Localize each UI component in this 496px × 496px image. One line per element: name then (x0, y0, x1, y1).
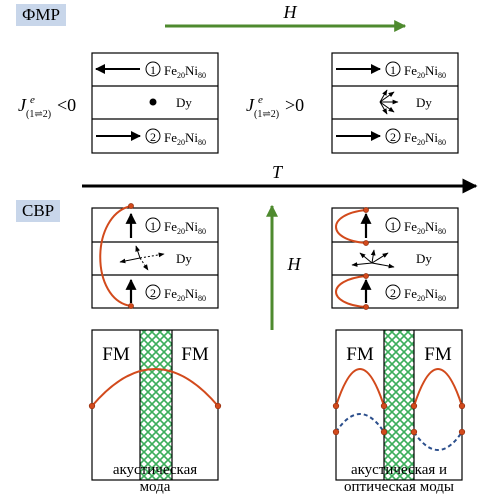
layer-label-fe20ni80: 2 Fe20Ni80 (145, 128, 206, 147)
layer-number-circle (385, 284, 401, 300)
acoustic-mode-curve (91, 368, 219, 407)
dy-label: Dy (176, 251, 192, 266)
fm-label: FM (102, 344, 130, 365)
dy-fan-arrows-up (351, 249, 395, 269)
optical-mode-curve-right (413, 368, 463, 407)
exchange-label-negative: J e (1⇌2) <0 (18, 94, 76, 120)
layer-label-fe20ni80: 1 Fe20Ni80 (385, 61, 446, 80)
dy-dot (149, 98, 157, 106)
acoustic-mode-dashed-curve-right (413, 431, 463, 451)
h-label-top: H (283, 2, 298, 22)
caption-line: акустическая (112, 462, 198, 478)
caption-line: мода (139, 479, 171, 495)
layer-number-circle (385, 128, 401, 144)
layer-number: 1 (390, 63, 396, 77)
dy-label: Dy (176, 95, 192, 110)
svg-text:<0: <0 (57, 95, 76, 115)
stack-left-middle (91, 203, 219, 309)
layer-number-circle (145, 284, 161, 300)
layer-label-fe20ni80: 1 Fe20Ni80 (385, 217, 446, 236)
dy-label: Dy (416, 251, 432, 266)
acoustic-precession-curve (99, 205, 132, 307)
svg-text:(1⇌2): (1⇌2) (26, 109, 51, 120)
svg-text:J: J (18, 95, 27, 115)
svg-text:e: e (30, 94, 35, 106)
svg-text:J: J (246, 95, 255, 115)
caption-acoustic-optical: акустическая и оптическая моды (318, 462, 480, 496)
layer-label-fe20ni80: 2 Fe20Ni80 (145, 284, 206, 303)
stack-right-top (331, 52, 459, 154)
layer-number-circle (145, 217, 161, 233)
fm-label: FM (346, 344, 374, 365)
fm-label: FM (181, 344, 209, 365)
layer-label-fe20ni80: 2 Fe20Ni80 (385, 128, 446, 147)
layer-label-fe20ni80: 2 Fe20Ni80 (385, 284, 446, 303)
optical-mode-curve-left (335, 368, 385, 407)
svg-text:>0: >0 (285, 95, 304, 115)
dy-label: Dy (416, 95, 432, 110)
stack-right-middle (331, 207, 459, 310)
material-formula: Fe20Ni80 (404, 286, 446, 303)
layer-number: 2 (390, 130, 396, 144)
dy-fan-arrows (379, 89, 399, 115)
material-formula: Fe20Ni80 (404, 63, 446, 80)
mode-panel-acoustic: FM FM (88, 329, 222, 481)
layer-number-circle (385, 61, 401, 77)
h-label-vertical: H (287, 254, 302, 274)
caption-acoustic: акустическая мода (80, 462, 230, 496)
dy-tilted-arrows (119, 245, 165, 271)
material-formula: Fe20Ni80 (164, 63, 206, 80)
material-formula: Fe20Ni80 (164, 286, 206, 303)
svg-text:e: e (258, 94, 263, 106)
caption-line: акустическая и (350, 462, 448, 478)
stack-left-top (91, 52, 219, 154)
fm-label: FM (424, 344, 452, 365)
layer-number: 2 (390, 286, 396, 300)
svg-text:(1⇌2): (1⇌2) (254, 109, 279, 120)
fmr-label: ФМР (16, 4, 67, 26)
layer-number: 1 (150, 219, 156, 233)
material-formula: Fe20Ni80 (404, 130, 446, 147)
layer-number: 1 (390, 219, 396, 233)
optical-precession-curve-top (335, 209, 367, 244)
mode-panel-acoustic-optical: FM FM (332, 329, 466, 481)
material-formula: Fe20Ni80 (404, 219, 446, 236)
layer-label-fe20ni80: 1 Fe20Ni80 (145, 217, 206, 236)
layer-label-fe20ni80: 1 Fe20Ni80 (145, 61, 206, 80)
optical-precession-curve-bottom (335, 275, 367, 308)
exchange-label-positive: J e (1⇌2) >0 (246, 94, 304, 120)
acoustic-mode-dashed-curve-left (335, 413, 385, 433)
layer-number: 2 (150, 286, 156, 300)
svr-label: СВР (16, 200, 61, 222)
layer-number-circle (145, 128, 161, 144)
layer-number: 2 (150, 130, 156, 144)
caption-line: оптическая моды (344, 479, 454, 495)
layer-number-circle (145, 61, 161, 77)
layer-number-circle (385, 217, 401, 233)
material-formula: Fe20Ni80 (164, 219, 206, 236)
t-label: T (272, 162, 284, 182)
material-formula: Fe20Ni80 (164, 130, 206, 147)
layer-number: 1 (150, 63, 156, 77)
